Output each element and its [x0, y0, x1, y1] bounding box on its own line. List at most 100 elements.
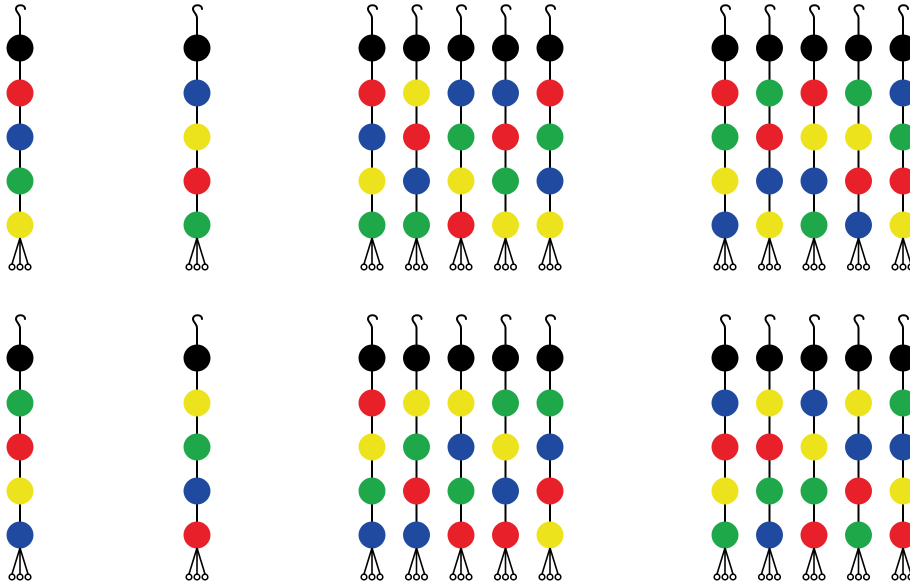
bead-strand — [890, 5, 910, 270]
bead — [448, 522, 475, 549]
bead — [801, 390, 828, 417]
tassel-knot — [406, 264, 412, 270]
tassel-knot — [511, 574, 517, 580]
bead — [403, 345, 430, 372]
bead — [845, 522, 872, 549]
tassel-thread — [409, 238, 417, 264]
hook-icon — [16, 5, 25, 34]
bead — [184, 35, 211, 62]
bead — [403, 168, 430, 195]
bead — [801, 522, 828, 549]
strand-group — [7, 5, 34, 270]
bead — [890, 478, 910, 505]
bead — [359, 345, 386, 372]
bead — [756, 80, 783, 107]
bead — [801, 35, 828, 62]
tassel-knot — [466, 264, 472, 270]
bead-strand — [492, 5, 519, 270]
bead — [890, 390, 910, 417]
tassel-icon — [714, 238, 736, 270]
hook-icon — [766, 315, 775, 344]
tassel-thread — [895, 548, 903, 574]
tassel-knot — [466, 574, 472, 580]
bead-strand — [756, 5, 783, 270]
tassel-thread — [506, 548, 514, 574]
bead — [492, 35, 519, 62]
hook-icon — [899, 5, 908, 34]
tassel-icon — [361, 548, 383, 580]
tassel-thread — [498, 548, 506, 574]
tassel-thread — [542, 238, 550, 264]
bead — [890, 345, 910, 372]
bead — [359, 80, 386, 107]
hook-icon — [193, 5, 202, 34]
tassel-icon — [848, 548, 870, 580]
tassel-thread — [806, 548, 814, 574]
tassel-knot — [503, 574, 509, 580]
bead — [890, 124, 910, 151]
tassel-knot — [864, 574, 870, 580]
hook-icon — [855, 5, 864, 34]
tassel-thread — [903, 238, 910, 264]
tassel-knot — [25, 574, 31, 580]
tassel-thread — [409, 548, 417, 574]
bead — [845, 345, 872, 372]
tassel-knot — [202, 264, 208, 270]
bead — [448, 168, 475, 195]
tassel-icon — [9, 238, 31, 270]
tassel-knot — [767, 264, 773, 270]
tassel-icon — [495, 548, 517, 580]
tassel-knot — [730, 264, 736, 270]
bead — [845, 80, 872, 107]
bead — [359, 168, 386, 195]
tassel-thread — [859, 238, 867, 264]
bead-strand — [184, 5, 211, 270]
tassel-thread — [814, 238, 822, 264]
hook-icon — [810, 5, 819, 34]
strand-group — [184, 5, 211, 270]
strand-group — [184, 315, 211, 580]
strand-group — [7, 315, 34, 580]
tassel-thread — [12, 238, 20, 264]
bead — [184, 80, 211, 107]
tassel-thread — [372, 238, 380, 264]
hook-icon — [193, 315, 202, 344]
tassel-knot — [186, 574, 192, 580]
tassel-knot — [422, 574, 428, 580]
bead — [448, 345, 475, 372]
tassel-thread — [453, 238, 461, 264]
tassel-knot — [811, 574, 817, 580]
tassel-knot — [714, 574, 720, 580]
bead-strand — [890, 315, 910, 580]
bead — [537, 212, 564, 239]
tassel-icon — [803, 548, 825, 580]
bead — [359, 478, 386, 505]
bead-strand — [403, 315, 430, 580]
bead-strand — [537, 5, 564, 270]
hook-icon — [721, 315, 730, 344]
hook-icon — [810, 315, 819, 344]
tassel-icon — [186, 238, 208, 270]
bead — [756, 434, 783, 461]
tassel-thread — [12, 548, 20, 574]
tassel-thread — [762, 548, 770, 574]
bead — [756, 35, 783, 62]
bead — [890, 80, 910, 107]
bead-strand — [756, 315, 783, 580]
bead — [537, 522, 564, 549]
tassel-knot — [714, 264, 720, 270]
bead — [756, 345, 783, 372]
tassel-knot — [555, 574, 561, 580]
tassel-thread — [814, 548, 822, 574]
tassel-knot — [803, 574, 809, 580]
bead-strand — [448, 5, 475, 270]
bead-strand — [359, 315, 386, 580]
bead — [7, 168, 34, 195]
tassel-knot — [422, 264, 428, 270]
tassel-knot — [539, 574, 545, 580]
tassel-knot — [17, 264, 23, 270]
bead — [492, 168, 519, 195]
tassel-thread — [851, 238, 859, 264]
bead — [184, 390, 211, 417]
tassel-knot — [759, 264, 765, 270]
